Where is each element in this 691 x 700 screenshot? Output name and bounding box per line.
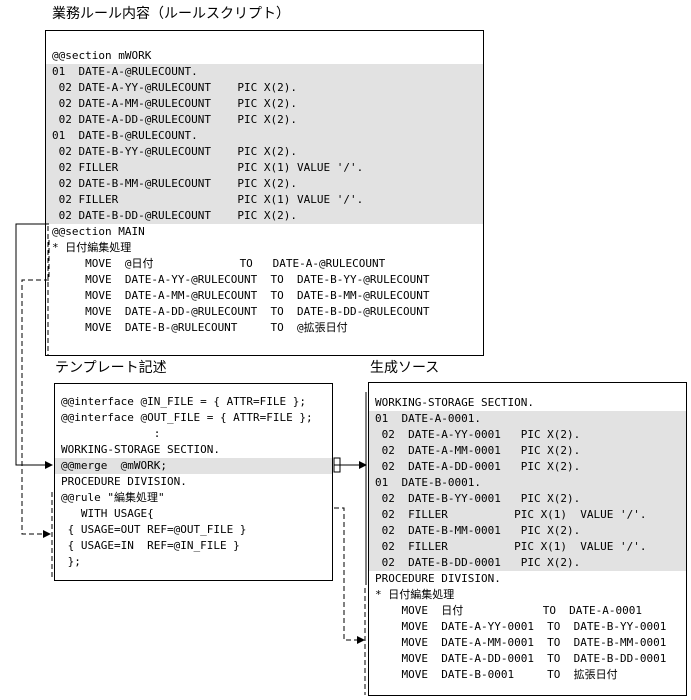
code-line: @@rule "編集処理" (61, 491, 165, 504)
code-line: }; (61, 555, 81, 568)
code-line: 02 DATE-B-YY-0001 PIC X(2). (369, 491, 686, 507)
generated-source-code: WORKING-STORAGE SECTION.01 DATE-A-0001. … (369, 395, 686, 683)
rule-script-code: @@section mWORK 01 DATE-A-@RULECOUNT. 02 … (46, 48, 483, 336)
code-line: @@interface @OUT_FILE = { ATTR=FILE }; (61, 411, 313, 424)
rule-script-title: 業務ルール内容（ルールスクリプト） (52, 6, 290, 22)
generated-source-title: 生成ソース (370, 360, 440, 376)
code-line: 02 DATE-A-YY-0001 PIC X(2). (369, 427, 686, 443)
code-line: 02 DATE-A-DD-0001 PIC X(2). (369, 459, 686, 475)
code-line: WORKING-STORAGE SECTION. (61, 443, 220, 456)
code-line: 01 DATE-B-@RULECOUNT. (46, 128, 483, 144)
template-box: @@interface @IN_FILE = { ATTR=FILE }; @@i… (54, 383, 333, 581)
code-line: PROCEDURE DIVISION. (375, 572, 501, 585)
code-line: : (61, 427, 161, 440)
code-line: MOVE DATE-B-0001 TO 拡張日付 (375, 668, 618, 681)
code-line: MOVE DATE-B-@RULECOUNT TO @拡張日付 (52, 321, 348, 334)
code-line: MOVE 日付 TO DATE-A-0001 (375, 604, 643, 617)
code-line: 01 DATE-B-0001. (369, 475, 686, 491)
template-code: @@interface @IN_FILE = { ATTR=FILE }; @@i… (55, 394, 332, 570)
code-line: 02 FILLER PIC X(1) VALUE '/'. (369, 507, 686, 523)
code-line: 02 DATE-B-MM-0001 PIC X(2). (369, 523, 686, 539)
code-line: MOVE DATE-A-MM-0001 TO DATE-B-MM-0001 (375, 636, 667, 649)
rule-output-connector (334, 507, 365, 644)
code-line: 02 FILLER PIC X(1) VALUE '/'. (46, 192, 483, 208)
code-line: { USAGE=OUT REF=@OUT_FILE } (61, 523, 247, 536)
code-line: * 日付編集処理 (52, 241, 132, 254)
generated-source-box: WORKING-STORAGE SECTION.01 DATE-A-0001. … (368, 382, 687, 696)
code-line: @@merge @mWORK; (55, 458, 332, 474)
code-line: WORKING-STORAGE SECTION. (375, 396, 534, 409)
code-line: MOVE DATE-A-DD-0001 TO DATE-B-DD-0001 (375, 652, 667, 665)
code-line: MOVE @日付 TO DATE-A-@RULECOUNT (52, 257, 386, 270)
code-line: PROCEDURE DIVISION. (61, 475, 187, 488)
code-line: WITH USAGE{ (61, 507, 154, 520)
code-line: 02 DATE-B-DD-0001 PIC X(2). (369, 555, 686, 571)
template-title: テンプレート記述 (55, 360, 167, 376)
merge-output-bracket (333, 457, 341, 473)
code-line: MOVE DATE-A-DD-@RULECOUNT TO DATE-B-DD-@… (52, 305, 430, 318)
code-line: 01 DATE-A-@RULECOUNT. (46, 64, 483, 80)
code-line: @@section mWORK (52, 49, 152, 62)
code-line: 02 DATE-A-DD-@RULECOUNT PIC X(2). (46, 112, 483, 128)
code-line: 02 FILLER PIC X(1) VALUE '/'. (46, 160, 483, 176)
code-line: 01 DATE-A-0001. (369, 411, 686, 427)
code-line: 02 DATE-B-YY-@RULECOUNT PIC X(2). (46, 144, 483, 160)
code-line: { USAGE=IN REF=@IN_FILE } (61, 539, 240, 552)
code-line: 02 DATE-B-MM-@RULECOUNT PIC X(2). (46, 176, 483, 192)
code-line: MOVE DATE-A-YY-@RULECOUNT TO DATE-B-YY-@… (52, 273, 430, 286)
code-line: @@interface @IN_FILE = { ATTR=FILE }; (61, 395, 307, 408)
code-line: MOVE DATE-A-MM-@RULECOUNT TO DATE-B-MM-@… (52, 289, 430, 302)
code-line: 02 DATE-B-DD-@RULECOUNT PIC X(2). (46, 208, 483, 224)
code-line: @@section MAIN (52, 225, 145, 238)
code-line: 02 DATE-A-YY-@RULECOUNT PIC X(2). (46, 80, 483, 96)
code-line: 02 FILLER PIC X(1) VALUE '/'. (369, 539, 686, 555)
code-line: MOVE DATE-A-YY-0001 TO DATE-B-YY-0001 (375, 620, 667, 633)
rule-script-box: @@section mWORK 01 DATE-A-@RULECOUNT. 02 … (45, 30, 484, 356)
code-line: 02 DATE-A-MM-@RULECOUNT PIC X(2). (46, 96, 483, 112)
code-line: 02 DATE-A-MM-0001 PIC X(2). (369, 443, 686, 459)
code-line: * 日付編集処理 (375, 588, 455, 601)
